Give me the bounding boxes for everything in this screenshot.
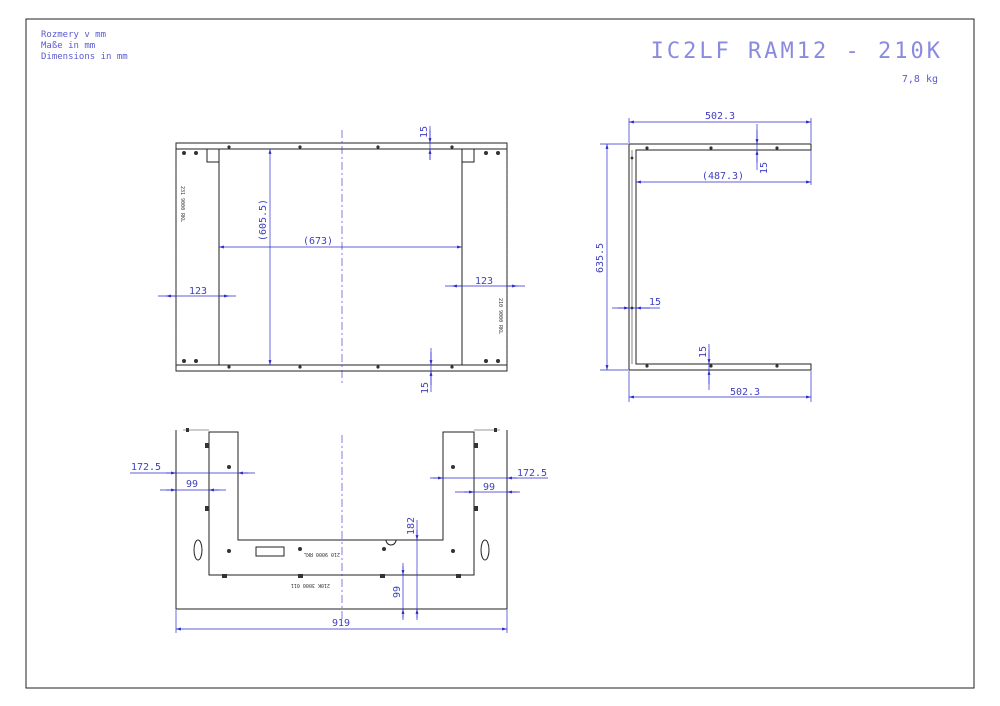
dim-side-top-width: 502.3 [705, 111, 735, 122]
side-view-profile [628, 143, 812, 371]
side-view: 502.3 (487.3) 15 635.5 15 15 502.3 [595, 111, 812, 402]
dim-top-inner-width: (673) [303, 236, 333, 247]
dim-front-bottom-offset: 99 [392, 586, 403, 598]
right-handle [480, 539, 490, 561]
drawing-frame [25, 18, 975, 689]
front-lower-code: 210K 3000 011 [291, 582, 330, 588]
dim-front-left-inner: 99 [186, 479, 198, 490]
front-view-holes [186, 428, 497, 578]
front-view-frame [208, 431, 475, 576]
dim-side-bottom-thickness: 15 [698, 346, 709, 358]
front-upper-code: 210 9000 RKL [304, 551, 340, 557]
dim-front-right-inner: 99 [483, 482, 495, 493]
left-handle [193, 539, 203, 561]
dim-top-inner-height: (605.5) [258, 199, 269, 241]
top-view-outline [175, 142, 508, 372]
drawing-title: IC2LF RAM12 - 210K [651, 39, 943, 64]
dim-top-thickness: 15 [419, 126, 430, 138]
dim-front-overall-width: 919 [332, 618, 350, 629]
units-line-en: Dimensions in mm [41, 52, 128, 62]
dim-side-top-inner: (487.3) [702, 171, 744, 182]
top-left-code: 231 9000 RKL [179, 186, 185, 222]
dim-side-wall: 15 [649, 297, 661, 308]
dim-side-height: 635.5 [595, 243, 606, 273]
front-view: 210 9000 RKL 210K 3000 011 172.5 99 172.… [130, 428, 548, 633]
dim-top-left-side: 123 [189, 286, 207, 297]
dim-top-right-side: 123 [475, 276, 493, 287]
top-view-holes [182, 145, 500, 369]
units-line-de: Maße in mm [41, 41, 95, 51]
dim-side-top-thickness: 15 [759, 162, 770, 174]
dim-bottom-thickness: 15 [420, 382, 431, 394]
front-view-outline [175, 430, 508, 610]
dim-front-left-outer: 172.5 [131, 462, 161, 473]
top-view: 231 9000 RKL 210 9000 RKL (605.5) (673) … [158, 126, 525, 394]
top-right-code: 210 9000 RKL [497, 298, 503, 334]
weight-label: 7,8 kg [902, 74, 938, 85]
header-block: Rozmery v mm Maße in mm Dimensions in mm… [41, 30, 943, 85]
dim-side-bottom-width: 502.3 [730, 387, 760, 398]
front-view-cutout [255, 546, 285, 557]
units-line-sk: Rozmery v mm [41, 30, 106, 40]
dim-front-cut-depth: 182 [406, 517, 417, 535]
dim-front-right-outer: 172.5 [517, 468, 547, 479]
